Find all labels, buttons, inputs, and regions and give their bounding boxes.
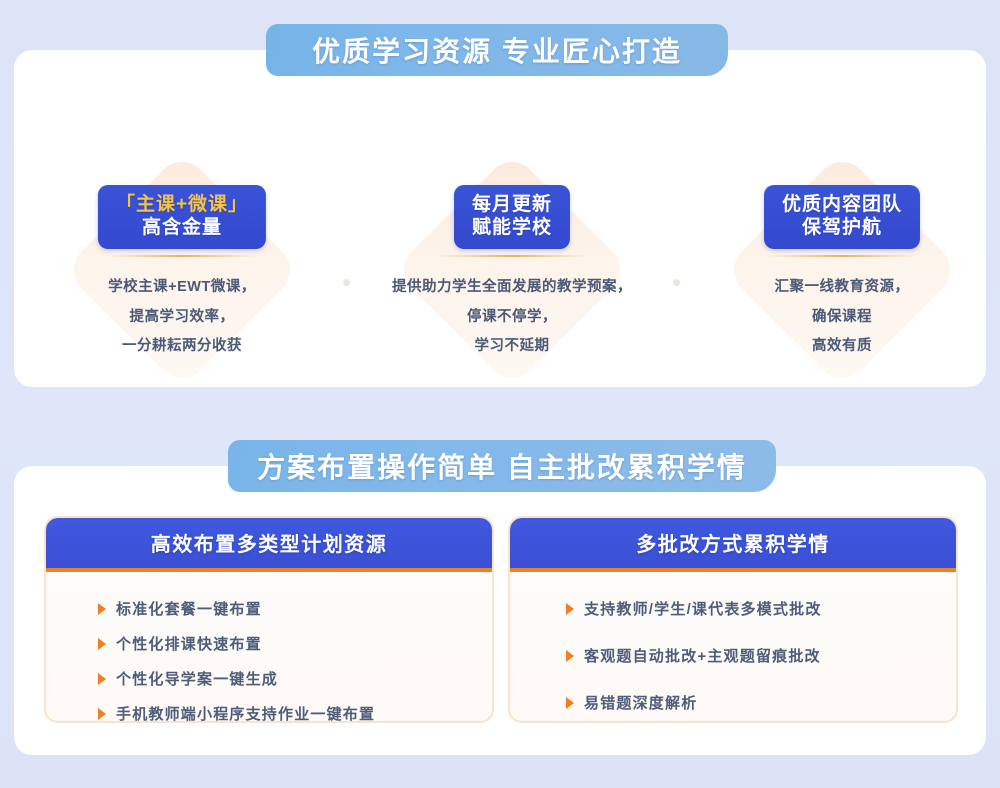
list-item: 手机教师端小程序支持作业一键布置 (98, 703, 492, 723)
triangle-bullet-icon (98, 602, 106, 615)
feature-description-2: 提供助力学生全面发展的教学预案， 停课不停学， 学习不延期 (362, 273, 662, 362)
list-item-label: 客观题自动批改+主观题留痕批改 (584, 648, 821, 665)
list-item-label: 易错题深度解析 (584, 695, 698, 712)
feature-badge-2: 每月更新 赋能学校 (453, 185, 571, 250)
feature-badge-line-1a: 「主课+微课」 (115, 194, 249, 215)
feature-badge-line-3b: 保驾护航 (801, 217, 883, 239)
feature-desc-line-3a: 汇聚一线教育资源， (774, 279, 910, 295)
list-item: 易错题深度解析 (566, 692, 956, 713)
triangle-bullet-icon (566, 602, 574, 615)
feature-badge-line-2a: 每月更新 (471, 194, 553, 215)
triangle-bullet-icon (98, 637, 106, 650)
list-item: 个性化排课快速布置 (98, 633, 492, 654)
list-item: 客观题自动批改+主观题留痕批改 (566, 645, 956, 666)
panel-header-right: 多批改方式累积学情 (510, 518, 956, 572)
feature-desc-line-3c: 高效有质 (812, 338, 872, 355)
list-item: 支持教师/学生/课代表多模式批改 (566, 598, 956, 619)
panel-left-bullet-list: 标准化套餐一键布置 个性化排课快速布置 个性化导学案一键生成 手机教师端小程序支… (46, 580, 492, 723)
section-two-banner: 方案布置操作简单 自主批改累积学情 (228, 440, 776, 492)
triangle-bullet-icon (566, 649, 574, 662)
feature-badge-line-3a: 优质内容团队 (781, 194, 903, 215)
panel-header-left: 高效布置多类型计划资源 (46, 518, 492, 572)
panel-right-bullet-list: 支持教师/学生/课代表多模式批改 客观题自动批改+主观题留痕批改 易错题深度解析 (510, 580, 956, 721)
decorative-dot (673, 279, 680, 286)
list-item-label: 支持教师/学生/课代表多模式批改 (584, 601, 822, 618)
section-one-card: 「主课+微课」 高含金量 学校主课+EWT微课， 提高学习效率， 一分耕耘两分收… (14, 50, 986, 389)
feature-desc-line-2a: 提供助力学生全面发展的教学预案， (392, 279, 632, 295)
feature-desc-line-2b: 停课不停学， (467, 308, 557, 325)
feature-desc-line-2c: 学习不延期 (474, 338, 550, 355)
list-item-label: 手机教师端小程序支持作业一键布置 (116, 706, 376, 723)
triangle-bullet-icon (98, 707, 106, 720)
feature-desc-line-1a: 学校主课+EWT微课， (108, 279, 256, 295)
feature-badge-line-1b: 高含金量 (141, 217, 223, 239)
feature-card-2: 每月更新 赋能学校 提供助力学生全面发展的教学预案， 停课不停学， 学习不延期 (362, 151, 662, 389)
section-one-banner: 优质学习资源 专业匠心打造 (266, 24, 728, 76)
feature-desc-line-1b: 提高学习效率， (129, 308, 235, 325)
triangle-bullet-icon (566, 696, 574, 709)
list-item: 个性化导学案一键生成 (98, 668, 492, 689)
list-item-label: 个性化排课快速布置 (116, 636, 262, 653)
triangle-bullet-icon (98, 672, 106, 685)
decorative-dot (343, 279, 350, 286)
feature-card-1: 「主课+微课」 高含金量 学校主课+EWT微课， 提高学习效率， 一分耕耘两分收… (32, 151, 332, 389)
panel-assignment-resources: 高效布置多类型计划资源 标准化套餐一键布置 个性化排课快速布置 个性化导学案一键… (44, 516, 494, 723)
list-item-label: 个性化导学案一键生成 (116, 671, 279, 688)
panel-grading-modes: 多批改方式累积学情 支持教师/学生/课代表多模式批改 客观题自动批改+主观题留痕… (508, 516, 958, 723)
panel-header-left-text: 高效布置多类型计划资源 (150, 533, 388, 556)
feature-description-1: 学校主课+EWT微课， 提高学习效率， 一分耕耘两分收获 (32, 273, 332, 362)
feature-divider-3 (767, 255, 917, 257)
feature-badge-1: 「主课+微课」 高含金量 (97, 185, 267, 250)
feature-divider-2 (437, 255, 587, 257)
feature-badge-3: 优质内容团队 保驾护航 (763, 185, 921, 250)
feature-desc-line-3b: 确保课程 (812, 308, 872, 325)
feature-description-3: 汇聚一线教育资源， 确保课程 高效有质 (692, 273, 992, 362)
panel-header-right-text: 多批改方式累积学情 (636, 533, 830, 556)
list-item-label: 标准化套餐一键布置 (116, 601, 262, 618)
feature-desc-line-1c: 一分耕耘两分收获 (122, 338, 242, 355)
feature-card-3: 优质内容团队 保驾护航 汇聚一线教育资源， 确保课程 高效有质 (692, 151, 992, 389)
feature-badge-line-2b: 赋能学校 (471, 217, 553, 239)
list-item: 标准化套餐一键布置 (98, 598, 492, 619)
feature-divider-1 (107, 255, 257, 257)
